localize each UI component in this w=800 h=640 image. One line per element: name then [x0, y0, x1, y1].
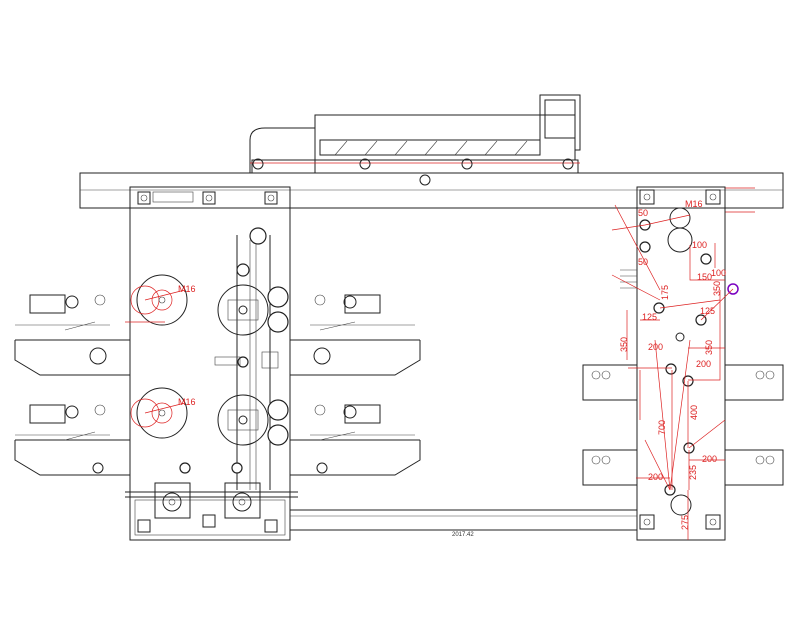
dimension-label: 150 [697, 272, 712, 282]
dimension-label: 100 [711, 268, 726, 278]
left-frame: M16 M16 [125, 186, 298, 541]
thread-label: M16 [178, 397, 196, 407]
dimension-label: 125 [700, 306, 715, 316]
dimension-label: 200 [702, 454, 717, 464]
dimension-label: 350 [704, 340, 714, 355]
right-panel: M16 50 50 100 150 100 175 125 350 125 35… [611, 186, 739, 541]
dimension-label: 100 [692, 240, 707, 250]
dimension-label: 50 [638, 208, 648, 218]
dimension-label: 50 [638, 257, 648, 267]
dimension-label: 275 [680, 515, 690, 530]
dimension-label: 350 [712, 281, 722, 296]
dimension-label: 700 [657, 420, 667, 435]
thread-label: M16 [178, 284, 196, 294]
dimension-label: 235 [688, 465, 698, 480]
dimension-label: 200 [648, 342, 663, 352]
overall-length-dimension: 2017.42 [452, 532, 474, 538]
side-arms [14, 294, 421, 476]
dimension-label: 175 [660, 285, 670, 300]
dimension-label: 400 [689, 405, 699, 420]
dimension-label: 200 [648, 472, 663, 482]
dimension-label: 125 [642, 312, 657, 322]
thread-label: M16 [685, 199, 703, 209]
top-beam [79, 172, 784, 213]
dimension-label: 200 [696, 359, 711, 369]
dimension-label: 350 [619, 337, 629, 352]
inner-frame: 2017.42 [290, 207, 637, 538]
top-hood [249, 94, 581, 174]
